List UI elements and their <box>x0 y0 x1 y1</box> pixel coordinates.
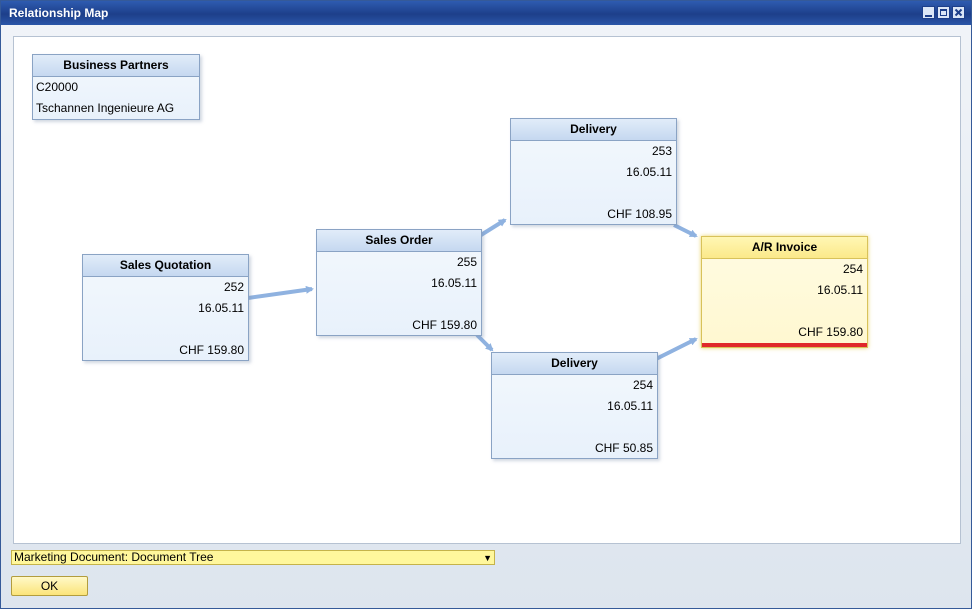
so-number: 255 <box>456 255 477 269</box>
dropdown-arrow-icon[interactable]: ▼ <box>483 553 492 563</box>
db-number: 254 <box>632 378 653 392</box>
ar-amount: CHF 159.80 <box>798 325 863 339</box>
sales-quotation-card[interactable]: Sales Quotation 252 16.05.11 CHF 159.80 <box>82 254 249 361</box>
db-date: 16.05.11 <box>607 399 653 413</box>
bp-code: C20000 <box>36 80 79 94</box>
arrow-order-to-delivery-top <box>479 218 507 237</box>
window-controls <box>922 6 965 19</box>
business-partners-header: Business Partners <box>33 55 199 77</box>
delivery-top-header: Delivery <box>511 119 676 141</box>
so-amount: CHF 159.80 <box>412 318 477 332</box>
arrow-order-to-delivery-bottom <box>475 333 494 352</box>
arrow-quotation-to-order <box>247 285 314 300</box>
dt-number: 253 <box>651 144 672 158</box>
relationship-map-canvas: Business Partners C20000 Tschannen Ingen… <box>13 36 961 544</box>
minimize-icon[interactable] <box>922 6 935 19</box>
ar-number: 254 <box>842 262 863 276</box>
title-bar: Relationship Map <box>1 1 971 25</box>
ok-button[interactable]: OK <box>11 576 88 596</box>
sales-order-card[interactable]: Sales Order 255 16.05.11 CHF 159.80 <box>316 229 482 336</box>
sales-order-header: Sales Order <box>317 230 481 252</box>
dt-amount: CHF 108.95 <box>607 207 672 221</box>
document-tree-selector[interactable]: Marketing Document: Document Tree ▼ <box>11 550 495 565</box>
ar-invoice-card[interactable]: A/R Invoice 254 16.05.11 CHF 159.80 <box>701 236 868 348</box>
window-title: Relationship Map <box>9 6 109 20</box>
arrow-delivery-top-to-invoice <box>673 223 698 238</box>
sq-date: 16.05.11 <box>198 301 244 315</box>
ar-invoice-header: A/R Invoice <box>702 237 867 259</box>
business-partners-card[interactable]: Business Partners C20000 Tschannen Ingen… <box>32 54 200 120</box>
db-amount: CHF 50.85 <box>594 441 653 455</box>
bp-name: Tschannen Ingenieure AG <box>36 101 175 115</box>
delivery-top-card[interactable]: Delivery 253 16.05.11 CHF 108.95 <box>510 118 677 225</box>
delivery-bottom-header: Delivery <box>492 353 657 375</box>
so-date: 16.05.11 <box>431 276 477 290</box>
status-bar <box>702 343 867 347</box>
selector-value: Marketing Document: Document Tree <box>14 550 214 564</box>
sales-quotation-header: Sales Quotation <box>83 255 248 277</box>
delivery-bottom-card[interactable]: Delivery 254 16.05.11 CHF 50.85 <box>491 352 658 459</box>
dt-date: 16.05.11 <box>626 165 672 179</box>
arrow-delivery-bottom-to-invoice <box>655 337 698 361</box>
close-icon[interactable] <box>952 6 965 19</box>
maximize-icon[interactable] <box>937 6 950 19</box>
sq-number: 252 <box>223 280 244 294</box>
ar-date: 16.05.11 <box>817 283 863 297</box>
relationship-arrows <box>247 218 698 361</box>
sq-amount: CHF 159.80 <box>179 343 244 357</box>
